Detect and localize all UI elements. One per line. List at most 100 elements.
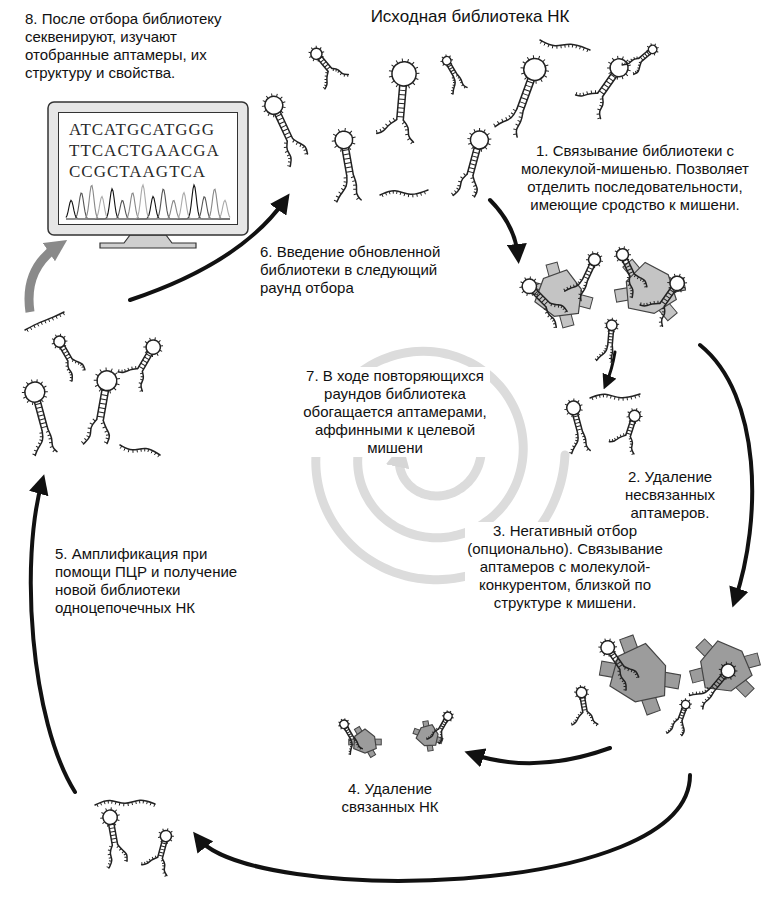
base-ticks: [565, 434, 582, 454]
base-ticks: [587, 711, 598, 727]
nucleic-acid-strand: [609, 431, 625, 446]
amplified-library: [95, 800, 179, 877]
base-ticks: [336, 716, 352, 732]
chromatogram-baseline: [66, 219, 230, 220]
nucleic-acid-strand: [634, 271, 647, 289]
base-ticks: [700, 691, 714, 707]
sequencing-arrow: [29, 246, 58, 312]
nucleic-acid-strand: [436, 731, 446, 744]
base-ticks: [118, 360, 137, 379]
base-pairs: [584, 264, 594, 278]
base-ticks: [376, 117, 395, 135]
base-ticks: [49, 331, 70, 352]
competitor-molecule: [409, 717, 447, 754]
base-pairs: [276, 114, 292, 138]
base-ticks: [666, 717, 678, 735]
base-pairs: [608, 331, 614, 343]
nucleic-acid-strand: [622, 54, 638, 69]
aptamer-stem: [34, 400, 48, 431]
aptamer-stem: [598, 73, 617, 97]
base-ticks: [609, 430, 625, 445]
base-ticks: [592, 394, 640, 400]
base-ticks: [382, 191, 426, 198]
base-ticks: [493, 105, 516, 131]
base-pairs: [534, 291, 548, 305]
aptamer: [607, 403, 647, 455]
step-caption: 4. Удаление связанных НК: [330, 780, 450, 816]
nucleic-acid-strand: [344, 739, 357, 754]
competitor-molecule-body: [415, 721, 442, 749]
base-ticks: [440, 708, 456, 724]
competitor-molecule: [683, 627, 768, 710]
base-ticks: [573, 684, 590, 701]
aptamer: [492, 49, 553, 139]
aptamer: [556, 397, 594, 456]
aptamer: [140, 824, 179, 877]
nucleic-acid-strand: [353, 174, 361, 201]
base-ticks: [611, 243, 633, 265]
base-pairs: [623, 259, 633, 273]
aptamer-stem: [109, 823, 118, 845]
updated-library: [14, 312, 169, 458]
base-pairs: [109, 824, 117, 843]
step-caption: 1. Связывание библиотеки с молекулой-миш…: [510, 142, 760, 214]
base-pairs: [640, 52, 649, 61]
nucleic-acid-strand: [377, 118, 397, 135]
aptamer-loop: [647, 44, 659, 56]
nucleic-acid-strand: [614, 669, 631, 690]
step-caption: 5. Амплификация при помощи ПЦР и получен…: [55, 545, 245, 617]
aptamer: [257, 90, 311, 168]
nucleic-acid-strand: [582, 431, 590, 451]
base-pairs: [626, 421, 635, 435]
aptamer-loop: [607, 55, 632, 80]
sequence-line: ATCATGCATGGG: [69, 119, 229, 140]
aptamer-stem: [626, 420, 636, 437]
base-ticks: [540, 308, 561, 329]
aptamer: [514, 273, 570, 329]
aptamer-stem: [517, 78, 534, 111]
base-pairs: [139, 354, 151, 369]
binding-step: [514, 243, 693, 364]
nucleic-acid-strand: [654, 307, 672, 327]
nucleic-acid-strand: [105, 845, 116, 868]
nucleic-acid-strand: [631, 62, 645, 75]
base-pairs: [342, 150, 352, 173]
aptamer: [322, 126, 366, 204]
base-ticks: [98, 422, 112, 443]
base-ticks: [622, 277, 638, 299]
base-pairs: [712, 676, 725, 690]
base-ticks: [351, 176, 360, 200]
aptamer-stem: [97, 389, 109, 420]
nucleic-acid-strand: [318, 72, 336, 89]
aptamer-loop: [23, 380, 47, 404]
aptamer: [120, 445, 160, 457]
nucleic-acid-strand: [541, 307, 561, 327]
base-ticks: [653, 307, 671, 327]
competitor-molecule-body: [608, 639, 673, 707]
base-pairs: [397, 86, 406, 117]
competitor-molecule-bar: [354, 726, 375, 757]
step-caption: 6. Введение обновленной библиотеки в сле…: [260, 243, 460, 297]
base-ticks: [625, 438, 638, 456]
base-ticks: [61, 362, 77, 382]
molecules: [14, 39, 768, 877]
nucleic-acid-strand: [570, 712, 584, 725]
base-ticks: [465, 126, 494, 154]
base-ticks: [278, 142, 296, 167]
base-ticks: [584, 248, 606, 270]
base-pairs: [573, 416, 581, 430]
nucleic-acid-strand: [48, 428, 57, 452]
base-pairs: [35, 403, 47, 428]
base-ticks: [156, 826, 175, 845]
aptamer: [565, 683, 598, 730]
nucleic-acid-strand: [453, 172, 467, 197]
cycle-arrows: [29, 200, 752, 881]
aptamer-stem: [583, 264, 595, 282]
aptamer: [97, 806, 129, 868]
aptamer-stem: [275, 112, 293, 142]
competitor-molecule: [594, 630, 686, 719]
cycle-arrow: [31, 482, 75, 792]
base-ticks: [343, 740, 357, 755]
aptamer: [115, 330, 169, 393]
base-ticks: [132, 372, 149, 392]
